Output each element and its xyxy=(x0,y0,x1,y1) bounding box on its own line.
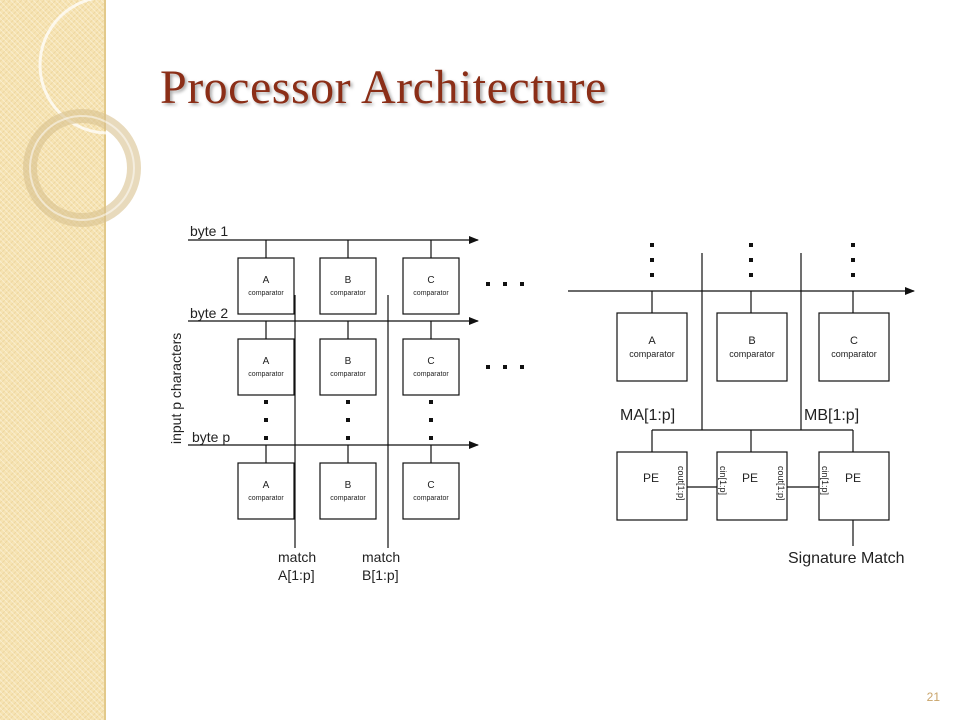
comparator-b-rowp xyxy=(319,462,377,520)
svg-text:PE: PE xyxy=(643,471,659,485)
svg-text:cin[1:p]: cin[1:p] xyxy=(820,466,830,495)
left-vertical-dots xyxy=(264,400,433,440)
right-vertical-dots xyxy=(650,243,855,277)
svg-text:B: B xyxy=(345,356,352,367)
svg-text:C: C xyxy=(427,480,434,491)
svg-text:comparator: comparator xyxy=(831,349,877,359)
right-pe-array: A comparator B comparator C comparator M… xyxy=(568,243,915,567)
mb-label: MB[1:p] xyxy=(804,407,859,424)
byte-2-label: byte 2 xyxy=(190,305,228,321)
svg-text:comparator: comparator xyxy=(330,371,366,378)
left-comparator-labels: A comparator B comparator C comparator A… xyxy=(248,275,449,502)
input-characters-label: input p characters xyxy=(168,333,184,444)
comparator-a-row2 xyxy=(237,338,295,396)
svg-text:B: B xyxy=(345,275,352,286)
svg-text:PE: PE xyxy=(742,471,758,485)
comparator-a-rowp xyxy=(237,462,295,520)
left-comparator-array: byte 1 byte 2 byte p input p characters xyxy=(168,223,524,583)
byte-1-label: byte 1 xyxy=(190,223,228,239)
comparator-b-row2 xyxy=(319,338,377,396)
byte-p-label: byte p xyxy=(192,429,230,445)
pe-box-3 xyxy=(818,451,890,521)
svg-text:comparator: comparator xyxy=(413,290,449,297)
ma-label: MA[1:p] xyxy=(620,407,675,424)
right-comparator-c xyxy=(818,312,890,382)
svg-text:comparator: comparator xyxy=(413,495,449,502)
svg-text:PE: PE xyxy=(845,471,861,485)
sidebar-edge xyxy=(104,0,106,720)
svg-text:C: C xyxy=(427,275,434,286)
right-comparator-labels: A comparator B comparator C comparator xyxy=(629,335,877,359)
match-b-label-line2: B[1:p] xyxy=(362,567,399,583)
svg-text:A: A xyxy=(263,356,270,367)
svg-text:C: C xyxy=(427,356,434,367)
svg-text:A: A xyxy=(648,335,656,347)
right-comparator-a xyxy=(616,312,688,382)
svg-text:comparator: comparator xyxy=(629,349,675,359)
match-a-label-line1: match xyxy=(278,549,316,565)
svg-text:comparator: comparator xyxy=(330,290,366,297)
comparator-c-rowp xyxy=(402,462,460,520)
slide-title: Processor Architecture xyxy=(160,61,607,114)
comparator-c-row2 xyxy=(402,338,460,396)
left-horizontal-dots xyxy=(486,282,524,369)
pe-labels: PE PE PE cout[1:p] cout[1:p] cin[1:p] ci… xyxy=(643,466,861,501)
decorative-rings xyxy=(23,0,178,227)
page-number: 21 xyxy=(926,690,940,704)
svg-text:A: A xyxy=(263,480,270,491)
comparator-c-row1 xyxy=(402,257,460,315)
right-comparator-b xyxy=(716,312,788,382)
svg-text:comparator: comparator xyxy=(729,349,775,359)
signature-match-label: Signature Match xyxy=(788,550,905,567)
svg-text:comparator: comparator xyxy=(248,495,284,502)
svg-text:cout[1:p]: cout[1:p] xyxy=(676,466,686,501)
svg-text:cout[1:p]: cout[1:p] xyxy=(776,466,786,501)
pe-box-1 xyxy=(616,451,688,521)
comparator-b-row1 xyxy=(319,257,377,315)
svg-text:cin[1:p]: cin[1:p] xyxy=(718,466,728,495)
svg-text:comparator: comparator xyxy=(248,371,284,378)
left-connectors xyxy=(265,240,432,463)
match-b-label-line1: match xyxy=(362,549,400,565)
match-a-label-line2: A[1:p] xyxy=(278,567,315,583)
svg-text:comparator: comparator xyxy=(413,371,449,378)
svg-text:C: C xyxy=(850,335,858,347)
svg-text:comparator: comparator xyxy=(330,495,366,502)
svg-text:B: B xyxy=(748,335,755,347)
svg-text:B: B xyxy=(345,480,352,491)
pe-box-2 xyxy=(716,451,788,521)
svg-text:comparator: comparator xyxy=(248,290,284,297)
svg-text:A: A xyxy=(263,275,270,286)
comparator-a-row1 xyxy=(237,257,295,315)
